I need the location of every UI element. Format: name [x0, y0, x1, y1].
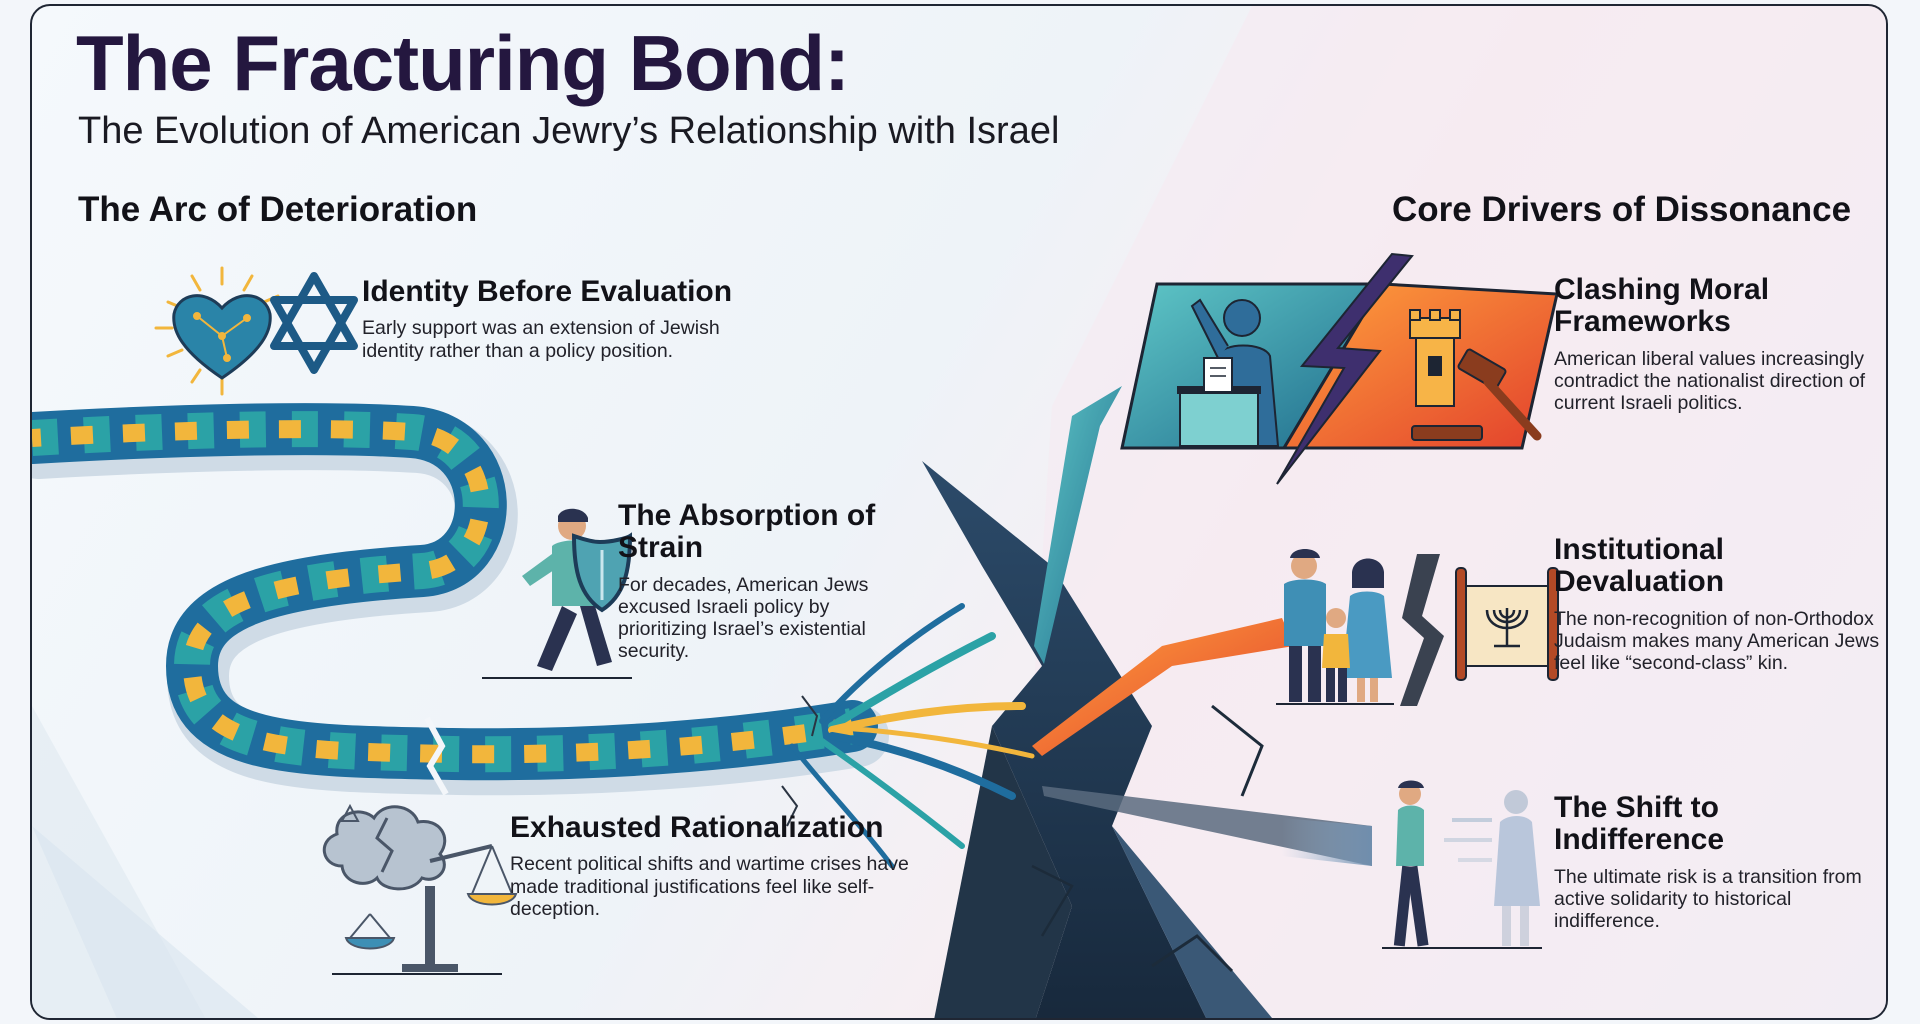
page-subtitle: The Evolution of American Jewry’s Relati… [78, 110, 1060, 152]
arc-item-absorption-of-strain: The Absorption of Strain For decades, Am… [618, 499, 918, 663]
heart-and-star-of-david-icon [154, 266, 358, 396]
arc-item-title: Identity Before Evaluation [362, 275, 733, 308]
driver-shift-to-indifference: The Shift to Indifference The ultimate r… [1554, 791, 1884, 933]
driver-description: The non-recognition of non-Orthodox Juda… [1554, 607, 1880, 675]
infographic-frame [30, 4, 1888, 1020]
driver-title: Institutional Devaluation [1554, 533, 1725, 599]
driver-clashing-moral-frameworks: Clashing Moral Frameworks American liber… [1554, 273, 1884, 415]
fracture-bolt-orange [1032, 618, 1294, 756]
arc-item-description: Early support was an extension of Jewish… [362, 317, 720, 362]
illustration-layer [32, 6, 1886, 1018]
person-with-shield-icon [482, 508, 633, 679]
broken-scales-icon [322, 803, 518, 975]
driver-description: The ultimate risk is a transition from a… [1554, 865, 1862, 933]
driver-institutional-devaluation: Institutional Devaluation The non-recogn… [1554, 533, 1884, 675]
ballot-vs-gavel-icon [1120, 252, 1559, 485]
page-title: The Fracturing Bond: [76, 19, 850, 107]
arc-item-exhausted-rationalization: Exhausted Rationalization Recent politic… [510, 811, 930, 920]
arc-section-title: The Arc of Deterioration [78, 190, 478, 229]
braided-rope [32, 403, 1035, 869]
fracture-bolt-teal [1034, 386, 1122, 664]
arc-item-identity-before-evaluation: Identity Before Evaluation Early support… [362, 275, 782, 362]
driver-description: American liberal values increasingly con… [1554, 347, 1866, 415]
driver-title: Clashing Moral Frameworks [1554, 273, 1770, 339]
arc-item-description: Recent political shifts and wartime cris… [510, 853, 909, 920]
arc-item-description: For decades, American Jews excused Israe… [618, 573, 869, 663]
arc-item-title: Exhausted Rationalization [510, 811, 884, 844]
arc-item-title: The Absorption of Strain [618, 499, 876, 565]
drivers-section-title: Core Drivers of Dissonance [1392, 190, 1852, 229]
fading-person-icon [1382, 780, 1542, 949]
family-and-torah-scroll-icon [1276, 549, 1559, 706]
driver-title: The Shift to Indifference [1554, 791, 1725, 857]
